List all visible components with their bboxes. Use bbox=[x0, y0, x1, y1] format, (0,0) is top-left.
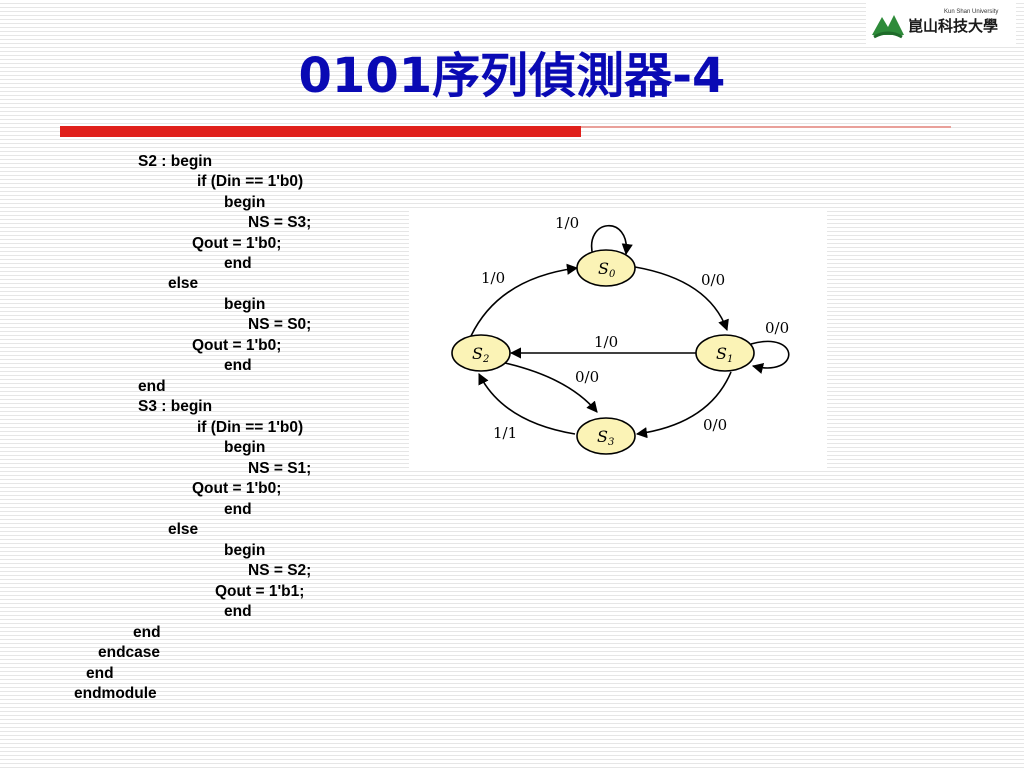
edge-s0-s0 bbox=[590, 224, 633, 257]
code-line: NS = S3; bbox=[248, 214, 312, 231]
state-s1: S1 bbox=[695, 334, 755, 372]
edge-s2-s0 bbox=[470, 263, 579, 337]
state-s2-label: S bbox=[472, 344, 483, 363]
edge-label-s1-s2: 1/0 bbox=[594, 333, 618, 351]
code-line: else bbox=[168, 521, 199, 538]
edge-s3-s2 bbox=[478, 372, 576, 435]
code-line: Qout = 1'b0; bbox=[192, 480, 282, 497]
code-line: if (Din == 1'b0) bbox=[197, 173, 304, 190]
code-line: begin bbox=[224, 542, 266, 559]
slide-title: 0101序列偵測器-4 bbox=[298, 48, 726, 104]
state-diagram-canvas: 1/0 0/0 0/0 1/0 0/0 1/0 0/0 1/1 S0 S1 S2… bbox=[451, 214, 790, 455]
title-underline-rule bbox=[581, 126, 951, 128]
code-line: NS = S0; bbox=[248, 316, 312, 333]
code-line: begin bbox=[224, 194, 266, 211]
code-line: endcase bbox=[98, 644, 161, 661]
state-s2-sub: 2 bbox=[482, 354, 489, 365]
code-line: end bbox=[224, 357, 252, 374]
logo-chinese-name: 崑山科技大學 bbox=[908, 17, 999, 35]
code-line: end bbox=[224, 255, 252, 272]
edge-label-s1-s3: 0/0 bbox=[703, 416, 727, 434]
edge-label-s3-s2: 1/1 bbox=[493, 424, 517, 442]
edge-label-s0-s1: 0/0 bbox=[701, 271, 725, 289]
state-s1-label: S bbox=[716, 344, 727, 363]
code-line: Qout = 1'b0; bbox=[192, 235, 282, 252]
logo-mark-icon bbox=[872, 15, 904, 39]
code-line: NS = S1; bbox=[248, 460, 312, 477]
code-line: begin bbox=[224, 296, 266, 313]
code-line: S3 : begin bbox=[138, 398, 213, 415]
edge-label-s0-s0: 1/0 bbox=[555, 214, 579, 232]
state-s1-sub: 1 bbox=[727, 354, 733, 365]
code-line: begin bbox=[224, 439, 266, 456]
state-s3-sub: 3 bbox=[608, 437, 614, 448]
edge-label-s2-s3: 0/0 bbox=[575, 368, 599, 386]
state-s0-label: S bbox=[598, 259, 609, 278]
edge-s2-s3 bbox=[504, 362, 598, 413]
title-underline-bar bbox=[60, 126, 581, 137]
code-line: Qout = 1'b0; bbox=[192, 337, 282, 354]
svg-text:S1: S1 bbox=[716, 344, 733, 365]
code-line: end bbox=[224, 501, 252, 518]
svg-text:S0: S0 bbox=[598, 259, 616, 280]
code-line: NS = S2; bbox=[248, 562, 312, 579]
state-s0-sub: 0 bbox=[609, 269, 616, 280]
state-s0: S0 bbox=[576, 249, 636, 287]
code-line: endmodule bbox=[74, 685, 157, 702]
edge-label-s1-s1: 0/0 bbox=[765, 319, 789, 337]
state-s3: S3 bbox=[576, 417, 636, 455]
edge-s1-s3 bbox=[635, 371, 732, 439]
state-s3-label: S bbox=[597, 427, 608, 446]
state-s2: S2 bbox=[451, 334, 511, 372]
code-line: if (Din == 1'b0) bbox=[197, 419, 304, 436]
edge-s0-s1 bbox=[634, 266, 729, 332]
edge-s1-s1 bbox=[750, 340, 790, 374]
code-line: end bbox=[138, 378, 166, 395]
svg-text:S2: S2 bbox=[472, 344, 489, 365]
edge-label-s2-s0: 1/0 bbox=[481, 269, 505, 287]
university-logo: Kun Shan University 崑山科技大學 bbox=[866, 2, 1016, 46]
logo-english-name: Kun Shan University bbox=[944, 9, 999, 15]
code-line: end bbox=[133, 624, 161, 641]
code-line: Qout = 1'b1; bbox=[215, 583, 305, 600]
code-line: else bbox=[168, 275, 199, 292]
state-diagram: 1/0 0/0 0/0 1/0 0/0 1/0 0/0 1/1 S0 S1 S2… bbox=[409, 208, 827, 470]
code-line: end bbox=[86, 665, 114, 682]
code-line: end bbox=[224, 603, 252, 620]
code-line: S2 : begin bbox=[138, 153, 213, 170]
svg-text:S3: S3 bbox=[597, 427, 614, 448]
